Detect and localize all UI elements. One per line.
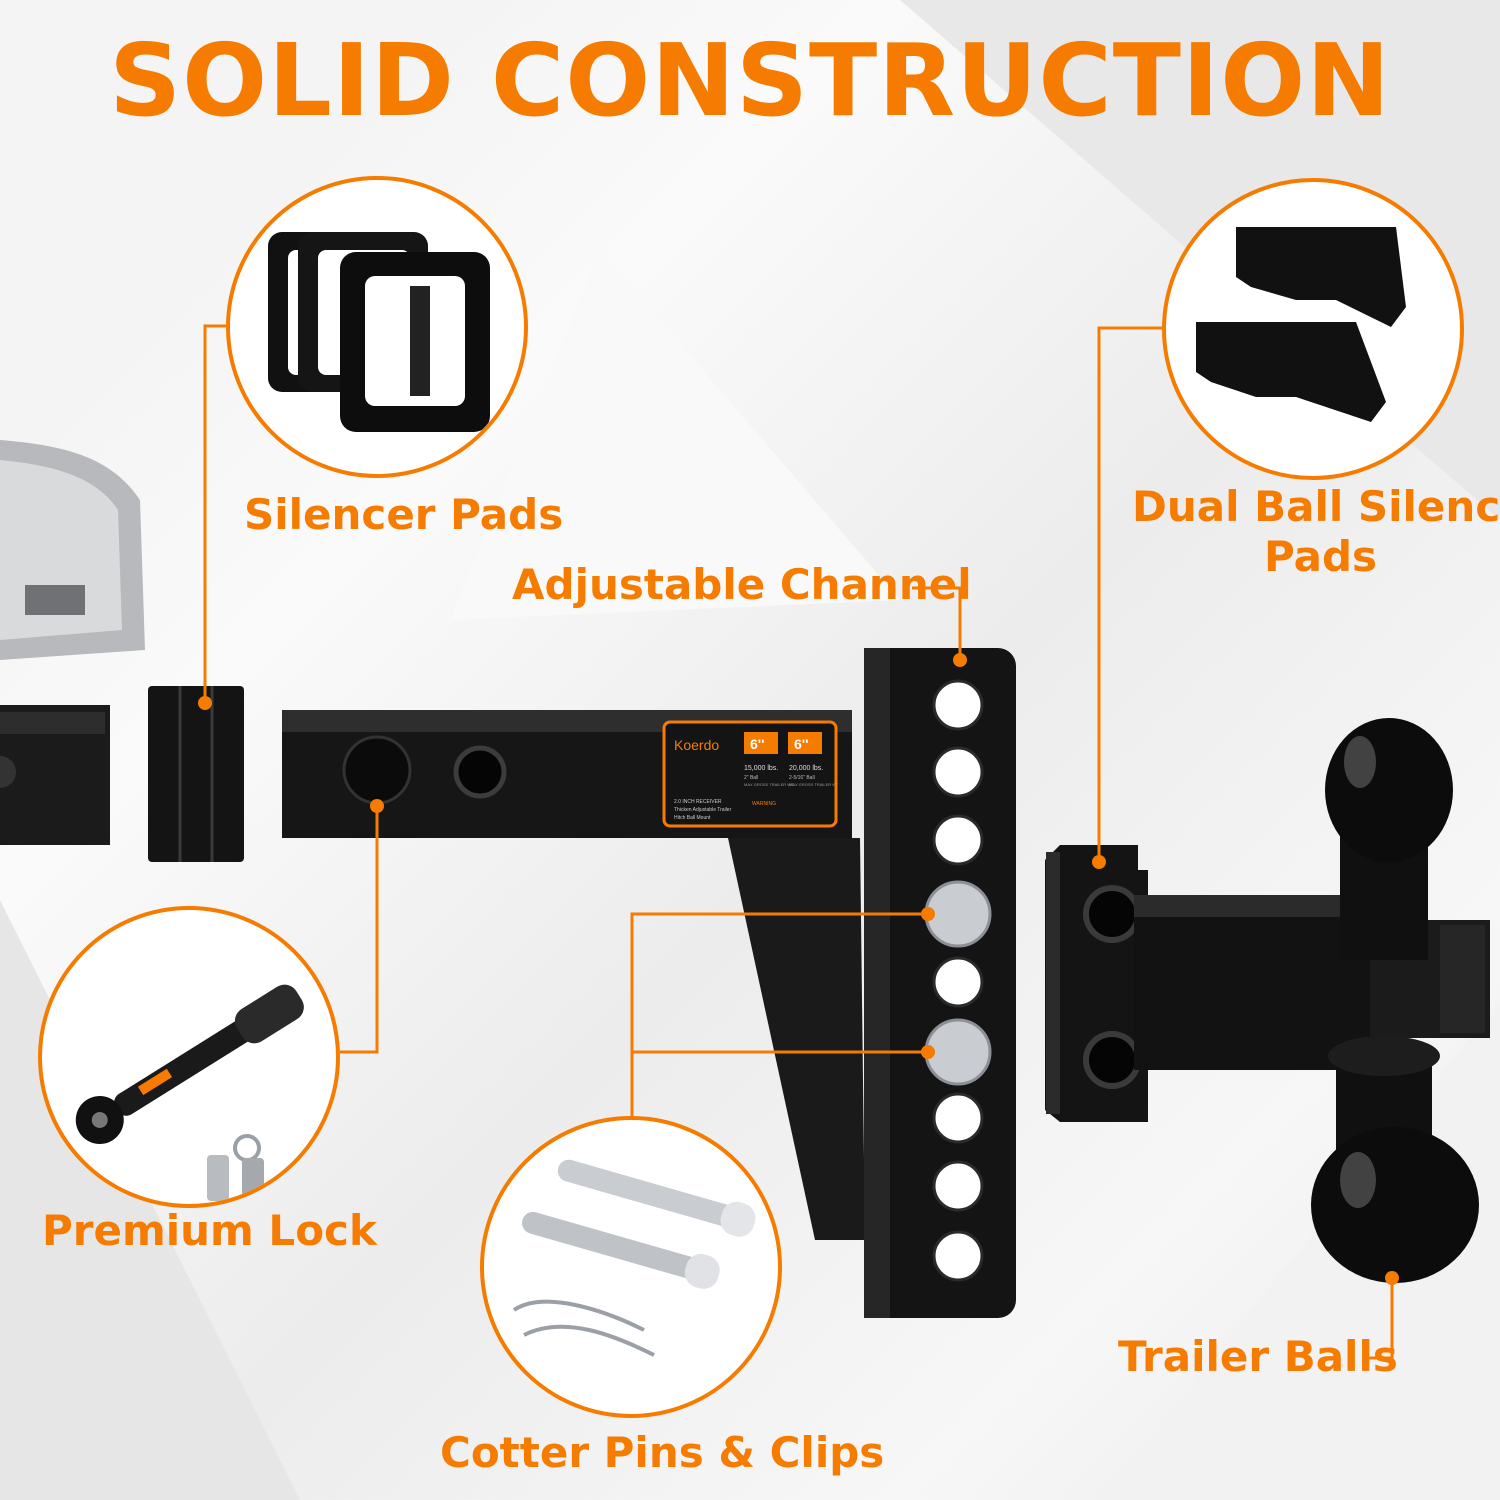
channel-hole bbox=[932, 679, 984, 731]
label-silencer-pads: Silencer Pads bbox=[244, 490, 564, 539]
channel-hole bbox=[932, 814, 984, 866]
label-spec-right-note: MAX GROSS TRAILER WT bbox=[789, 782, 839, 787]
cotter-pins-image bbox=[512, 1159, 756, 1357]
page-title: SOLID CONSTRUCTION bbox=[109, 22, 1391, 139]
label-desc-3: Hitch Ball Mount bbox=[674, 815, 711, 821]
channel-holes bbox=[924, 679, 992, 1282]
callout-circle-premium-lock bbox=[38, 906, 340, 1208]
silencer-pads-image bbox=[268, 232, 490, 432]
label-premium-lock: Premium Lock bbox=[42, 1206, 377, 1255]
label-adjustable-channel: Adjustable Channel bbox=[512, 560, 972, 609]
label-spec-left-ball: 2" Ball bbox=[744, 775, 758, 781]
callout-circle-silencer-pads bbox=[226, 176, 528, 478]
premium-lock-image bbox=[75, 984, 304, 1204]
channel-hole-with-pin bbox=[924, 1018, 992, 1086]
label-rise: 6'' bbox=[750, 736, 764, 752]
channel-hole bbox=[932, 1160, 984, 1212]
truck-bumper-image bbox=[0, 440, 145, 845]
label-spec-left-weight: 15,000 lbs. bbox=[744, 765, 778, 772]
label-trailer-balls: Trailer Balls bbox=[1118, 1332, 1398, 1381]
label-cotter-pins: Cotter Pins & Clips bbox=[440, 1428, 885, 1477]
channel-hole bbox=[932, 746, 984, 798]
label-dual-ball-pads-line2: Pads bbox=[1264, 532, 1378, 581]
label-spec-right-weight: 20,000 lbs. bbox=[789, 765, 823, 772]
callout-lines bbox=[203, 324, 1394, 1360]
receiver-silencer-pad-block bbox=[148, 686, 244, 862]
label-spec-left-note: MAX GROSS TRAILER WT bbox=[744, 782, 794, 787]
label-warning: WARNING bbox=[752, 801, 776, 807]
label-desc-1: 2.0 INCH RECEIVER bbox=[674, 799, 722, 805]
callout-dots bbox=[198, 653, 1399, 1285]
channel-hole bbox=[932, 1230, 984, 1282]
ball-mount-head bbox=[1045, 845, 1490, 1122]
channel-hole-with-pin bbox=[924, 880, 992, 948]
label-spec-right-ball: 2-5/16" Ball bbox=[789, 775, 815, 781]
hitch-gusset bbox=[728, 838, 865, 1240]
label-dual-ball-pads-line1: Dual Ball Silencer bbox=[1132, 482, 1500, 531]
label-drop: 6'' bbox=[794, 736, 808, 752]
callout-circle-dual-ball-pads bbox=[1162, 178, 1464, 480]
callout-circle-cotter-pins bbox=[480, 1116, 782, 1418]
channel-hole bbox=[932, 1092, 984, 1144]
dual-ball-pads-image bbox=[1196, 227, 1406, 422]
channel-hole bbox=[932, 956, 984, 1008]
trailer-balls bbox=[1311, 718, 1479, 1283]
label-desc-2: Thicken Adjustable Trailer bbox=[674, 807, 732, 813]
product-label-sticker: Koerdo 6'' 6'' 15,000 lbs. 2" Ball MAX G… bbox=[662, 720, 839, 828]
label-brand: Koerdo bbox=[674, 737, 719, 753]
